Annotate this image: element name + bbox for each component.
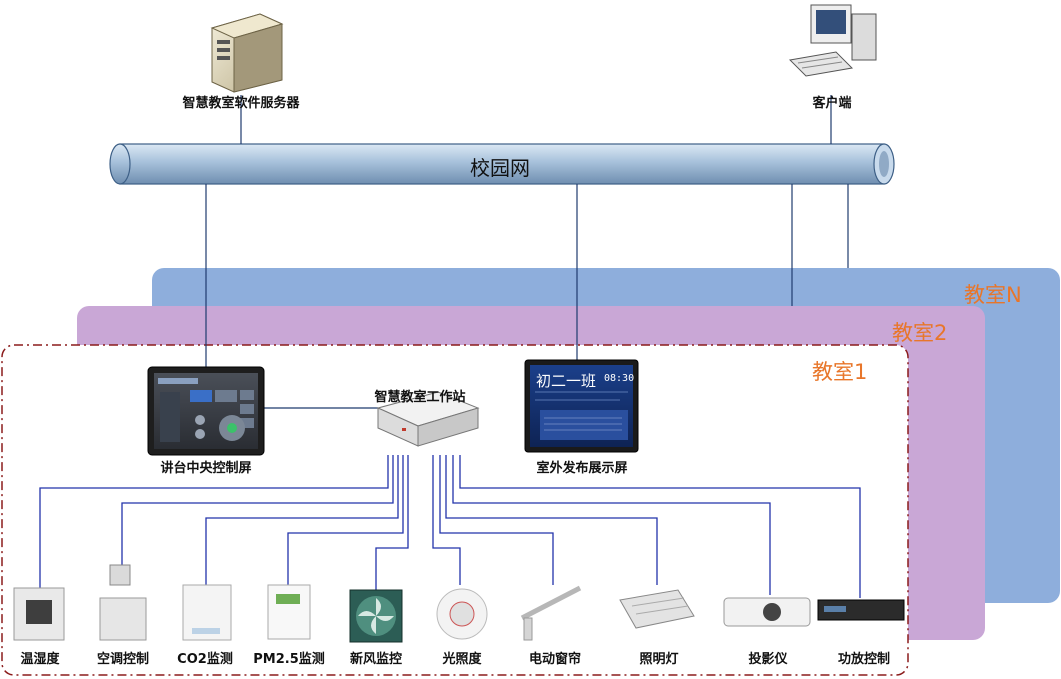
device-label: 电动窗帘 <box>528 652 582 667</box>
device-label: 投影仪 <box>748 652 788 667</box>
server-label: 智慧教室软件服务器 <box>182 96 300 111</box>
projector-icon <box>723 597 811 627</box>
device-label: 功放控制 <box>837 652 891 667</box>
workstation-label: 智慧教室工作站 <box>374 390 466 405</box>
device-label: CO2监测 <box>177 652 233 667</box>
client-label: 客户端 <box>812 96 852 111</box>
co2-monitor-icon <box>182 584 232 641</box>
classroom-1-label: 教室1 <box>812 360 868 384</box>
fresh-air-fan-icon <box>349 589 403 643</box>
workstation-icon <box>376 391 480 447</box>
display-screen-icon <box>524 359 639 453</box>
device-label: 新风监控 <box>349 652 403 667</box>
display-time: 08:30 <box>604 373 634 384</box>
amplifier-icon <box>817 599 905 621</box>
display-class-name: 初二一班 <box>536 372 596 390</box>
control-panel-icon <box>147 366 265 456</box>
client-pc-icon <box>788 4 877 77</box>
pm25-monitor-icon <box>267 584 311 640</box>
device-label: 空调控制 <box>96 652 150 667</box>
device-wires <box>39 455 861 598</box>
device-label: 光照度 <box>442 652 482 667</box>
control-panel-label: 讲台中央控制屏 <box>160 461 252 476</box>
electric-curtain-icon <box>520 585 582 641</box>
display-label: 室外发布展示屏 <box>536 461 628 476</box>
classroom-n-label: 教室N <box>964 283 1022 307</box>
light-sensor-icon <box>436 588 488 640</box>
campus-network-label: 校园网 <box>470 156 530 180</box>
network-links <box>205 95 849 409</box>
device-label: 温湿度 <box>20 652 60 667</box>
device-label: PM2.5监测 <box>253 652 325 667</box>
server-icon <box>210 13 284 93</box>
campus-network-pipe <box>109 143 895 185</box>
temperature-humidity-sensor-icon <box>13 587 65 641</box>
air-conditioner-control-icon <box>99 564 147 641</box>
classroom-2-label: 教室2 <box>892 321 948 345</box>
lighting-fixture-icon <box>619 589 695 629</box>
device-label: 照明灯 <box>639 652 679 667</box>
